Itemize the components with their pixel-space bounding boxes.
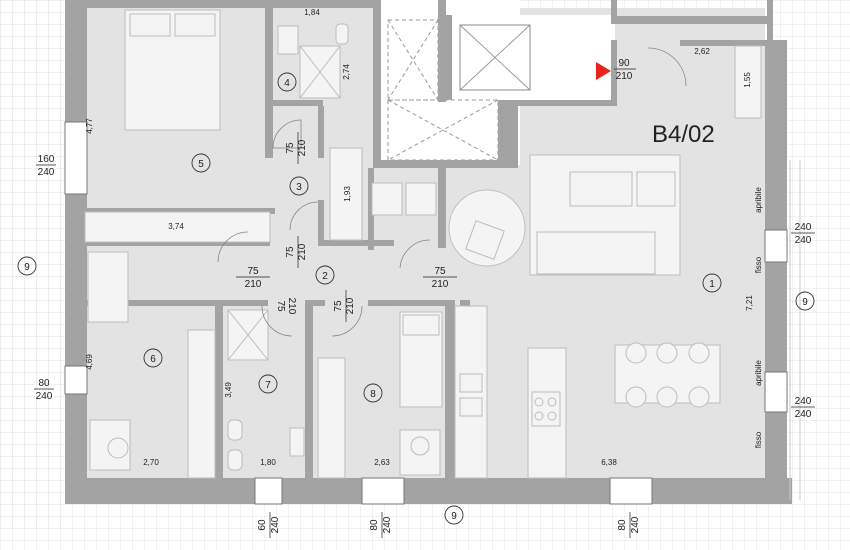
- dim-living-height: 7,21: [745, 295, 754, 311]
- dim-bed6-width: 2,70: [143, 458, 159, 467]
- window-bottom-2-height: 240: [382, 516, 393, 533]
- window-right-bottom-width: 240: [795, 396, 812, 407]
- door-b-width: 75: [285, 246, 296, 258]
- window-left-bottom-width: 80: [38, 378, 50, 389]
- room-number-4: 4: [284, 78, 290, 89]
- dim-bed5-width: 3,74: [168, 222, 184, 231]
- room-number-5: 5: [198, 159, 204, 170]
- door-f-height: 210: [432, 279, 449, 290]
- dim-living-top: 2,62: [694, 47, 710, 56]
- window-left-top-width: 160: [38, 154, 55, 165]
- window-note-apribile-1: apribile: [754, 187, 763, 213]
- dim-bath7-width: 1,80: [260, 458, 276, 467]
- window-left-bottom-height: 240: [36, 391, 53, 402]
- door-c-height: 210: [245, 279, 262, 290]
- window-bottom-3-width: 80: [617, 519, 628, 531]
- windows-glass: [64, 121, 788, 505]
- door-a-width: 75: [285, 142, 296, 154]
- window-right-top-height: 240: [795, 235, 812, 246]
- door-a-height: 210: [297, 139, 308, 156]
- window-note-apribile-2: apribile: [754, 360, 763, 386]
- dim-living-side-top: 1,55: [743, 72, 752, 88]
- door-e-height: 210: [345, 297, 356, 314]
- dim-top-bath-width: 1,84: [304, 8, 320, 17]
- room-number-6: 6: [150, 354, 156, 365]
- entrance-door-height: 210: [616, 71, 633, 82]
- door-swings: [217, 47, 687, 337]
- door-c-width: 75: [247, 266, 259, 277]
- window-bottom-3-height: 240: [630, 516, 641, 533]
- window-note-fisso-1: fisso: [754, 256, 763, 273]
- walls: [65, 0, 792, 504]
- entrance-door-width: 90: [618, 58, 630, 69]
- window-note-fisso-2: fisso: [754, 431, 763, 448]
- door-e-width: 75: [333, 300, 344, 312]
- dim-bath7-height: 3,49: [224, 382, 233, 398]
- dim-bed5-height: 4,77: [85, 118, 94, 134]
- dim-bed8-width: 2,63: [374, 458, 390, 467]
- window-bottom-1-width: 60: [257, 519, 268, 531]
- window-left-top-height: 240: [38, 167, 55, 178]
- window-right-bottom-height: 240: [795, 409, 812, 420]
- window-bottom-1-height: 240: [270, 516, 281, 533]
- dim-bed6-height: 4,69: [85, 354, 94, 370]
- room-number-2: 2: [322, 271, 328, 282]
- terrace-left: [0, 0, 65, 530]
- dim-hall3-height: 1,93: [343, 186, 352, 202]
- door-d-height: 210: [286, 298, 297, 315]
- room-number-1: 1: [709, 279, 715, 290]
- room-number-3: 3: [296, 182, 302, 193]
- window-bottom-2-width: 80: [369, 519, 380, 531]
- entrance-arrow-icon: [596, 62, 611, 80]
- room-number-7: 7: [265, 380, 271, 391]
- balcony-right: [789, 160, 801, 500]
- door-f-width: 75: [434, 266, 446, 277]
- dim-bath-height: 2,74: [342, 64, 351, 80]
- door-b-height: 210: [297, 243, 308, 260]
- room-number-9-left: 9: [24, 262, 30, 273]
- room-markers: [17, 72, 815, 525]
- furniture: [84, 9, 762, 479]
- door-d-width: 75: [275, 300, 286, 312]
- room-number-9-right: 9: [802, 297, 808, 308]
- apartment-id: B4/02: [652, 121, 715, 148]
- room-number-9-bottom: 9: [451, 511, 457, 522]
- room-number-8: 8: [370, 389, 376, 400]
- dim-kitchen-width: 6,38: [601, 458, 617, 467]
- window-right-top-width: 240: [795, 222, 812, 233]
